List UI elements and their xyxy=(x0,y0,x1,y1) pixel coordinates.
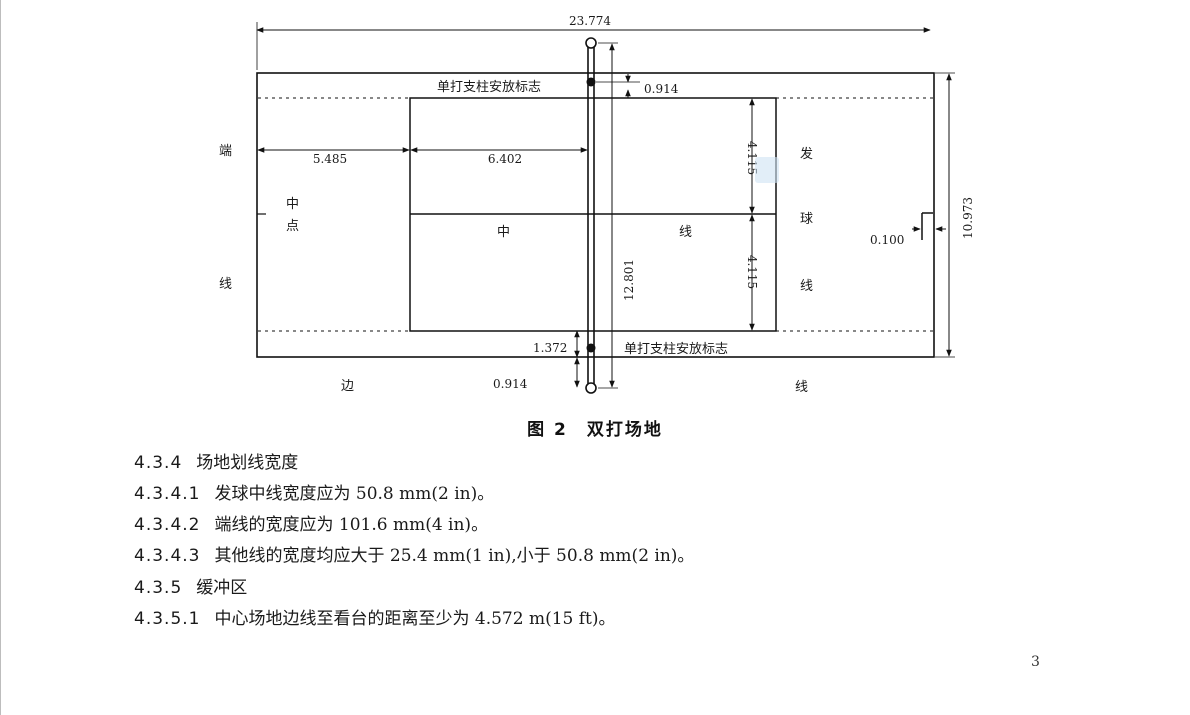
dim-label-bg-lower xyxy=(738,248,750,296)
center-point-label-2: 点 xyxy=(286,219,299,234)
clause-text: 其他线的宽度均应大于 25.4 mm(1 in),小于 50.8 mm(2 in… xyxy=(214,546,695,566)
singles-post-mark-top xyxy=(586,77,596,87)
service-line-label-3: 线 xyxy=(800,279,813,294)
center-point-label-1: 中 xyxy=(286,197,299,212)
net-post-top xyxy=(585,37,597,49)
service-line-label-2: 球 xyxy=(800,212,813,227)
half-width-lower-value: 4.115 xyxy=(745,255,759,289)
dim-label-bg-upper xyxy=(738,132,750,180)
court-outline xyxy=(256,72,935,358)
clause-4-3-4-1: 4.3.4.1 发球中线宽度应为 50.8 mm(2 in)。 xyxy=(134,479,494,504)
post-span-value: 12.801 xyxy=(622,259,636,301)
end-line-label-1: 端 xyxy=(219,144,232,159)
doubles-court-figure: 23.774 10.973 5.485 6.402 4.115 4.115 12… xyxy=(219,14,975,395)
service-line-label-1: 发 xyxy=(800,146,813,162)
clause-number: 4.3.4.3 xyxy=(134,546,201,566)
service-to-net-value: 6.402 xyxy=(488,152,522,166)
clause-4-3-5: 4.3.5 缓冲区 xyxy=(134,573,247,598)
post-mark-label-top: 单打支柱安放标志 xyxy=(437,80,541,95)
overall-length-value: 23.774 xyxy=(569,14,611,28)
clause-text: 缓冲区 xyxy=(196,578,248,598)
page-edge xyxy=(0,0,1,715)
clause-text: 场地划线宽度 xyxy=(196,453,299,473)
clause-number: 4.3.4.2 xyxy=(134,515,201,535)
center-line-label-2: 线 xyxy=(679,225,692,240)
clause-text: 中心场地边线至看台的距离至少为 4.572 m(15 ft)。 xyxy=(214,609,616,629)
dim-label-bg-post-span xyxy=(617,255,637,303)
post-offset-top-value: 0.914 xyxy=(644,82,679,96)
overall-width-value: 10.973 xyxy=(961,197,975,239)
clause-4-3-4-2: 4.3.4.2 端线的宽度应为 101.6 mm(4 in)。 xyxy=(134,510,488,535)
clause-4-3-4-3: 4.3.4.3 其他线的宽度均应大于 25.4 mm(1 in),小于 50.8 … xyxy=(134,541,694,566)
side-line-label-1: 边 xyxy=(341,379,354,394)
clause-number: 4.3.4 xyxy=(134,453,183,473)
line-width-value: 0.100 xyxy=(870,233,904,247)
clause-number: 4.3.5.1 xyxy=(134,609,201,629)
back-to-service-value: 5.485 xyxy=(313,152,347,166)
figure-caption: 图 2 双打场地 xyxy=(527,420,663,440)
watermark xyxy=(755,157,779,183)
clause-4-3-4: 4.3.4 场地划线宽度 xyxy=(134,448,298,473)
net-post-bottom xyxy=(585,382,597,394)
post-offset-bottom-value: 0.914 xyxy=(493,377,528,391)
clause-number: 4.3.5 xyxy=(134,578,183,598)
clause-4-3-5-1: 4.3.5.1 中心场地边线至看台的距离至少为 4.572 m(15 ft)。 xyxy=(134,604,616,629)
center-line-label-1: 中 xyxy=(497,225,510,240)
clause-text: 端线的宽度应为 101.6 mm(4 in)。 xyxy=(214,515,489,535)
end-line-label-2: 线 xyxy=(219,277,232,292)
clause-number: 4.3.4.1 xyxy=(134,484,201,504)
margin-value: 1.372 xyxy=(533,341,567,355)
page-number: 3 xyxy=(1031,654,1040,670)
clause-text: 发球中线宽度应为 50.8 mm(2 in)。 xyxy=(214,484,495,504)
side-line-label-2: 线 xyxy=(795,380,808,395)
singles-post-mark-bottom xyxy=(586,343,596,353)
post-mark-label-bottom: 单打支柱安放标志 xyxy=(624,342,728,357)
